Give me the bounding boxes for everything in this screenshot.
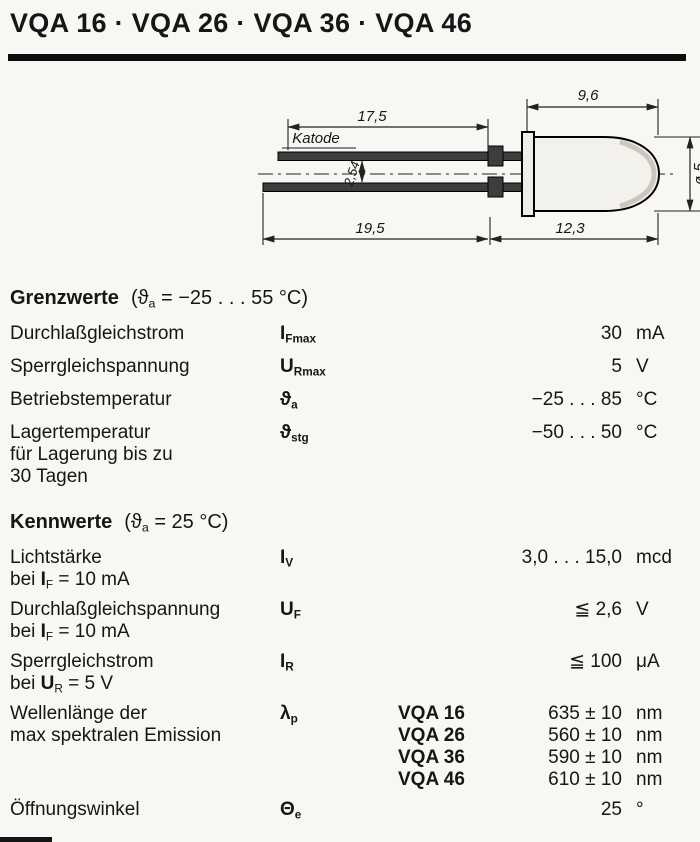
wavelength-variants: VQA 16 635 ± 10 nm VQA 26 560 ± 10 nm VQ… [398, 703, 688, 791]
characteristics-heading-label: Kennwerte [10, 511, 113, 533]
param-condition: bei IF = 10 mA [10, 569, 130, 592]
param-label-line2: max spektralen Emission [10, 725, 222, 746]
param-value: ≦ 100 [569, 651, 622, 672]
variant-name: VQA 46 [398, 769, 465, 790]
param-symbol: UF [280, 599, 301, 622]
param-symbol: λp [280, 703, 298, 726]
param-symbol: IV [280, 547, 294, 570]
param-unit: mcd [636, 547, 672, 568]
param-value: −50 . . . 50 [531, 422, 622, 443]
dim-label-9-6: 9,6 [578, 87, 600, 104]
param-label-line3: 30 Tagen [10, 466, 88, 487]
param-unit: °C [636, 389, 658, 410]
param-row-operating-temp: Betriebstemperatur ϑa −25 . . . 85 °C [10, 389, 688, 411]
lead-anode [262, 182, 525, 192]
param-row-storage-temp: Lagertemperatur für Lagerung bis zu 30 T… [10, 422, 688, 488]
extension-lines [262, 99, 700, 245]
variant-value: 590 ± 10 [548, 747, 622, 768]
characteristics-heading: Kennwerte (ϑa = 25 °C) [10, 510, 688, 534]
param-row-forward-voltage: Durchlaßgleichspannung bei IF = 10 mA UF… [10, 599, 688, 643]
dim-label-12-3: 12,3 [555, 220, 585, 237]
title-rule [8, 54, 686, 61]
variant-value: 610 ± 10 [548, 769, 622, 790]
param-label: Sperrgleichstrom [10, 651, 154, 672]
variant-name: VQA 36 [398, 747, 465, 768]
param-row-ur-max: Sperrgleichspannung URmax 5 V [10, 356, 688, 378]
param-label: Durchlaßgleichstrom [10, 323, 185, 344]
led-dome-shading [619, 139, 657, 209]
param-label: Betriebstemperatur [10, 389, 172, 410]
param-unit: mA [636, 323, 665, 344]
param-symbol: ϑstg [280, 422, 309, 445]
param-symbol: ϑa [280, 389, 298, 412]
variant-unit: nm [636, 769, 663, 790]
param-label: Lichtstärke [10, 547, 102, 568]
param-unit: °C [636, 422, 658, 443]
param-symbol: IR [280, 651, 294, 674]
characteristics-table: Lichtstärke bei IF = 10 mA IV 3,0 . . . … [10, 547, 688, 821]
wavelength-variant-row: VQA 16 635 ± 10 nm [398, 703, 688, 725]
dim-label-17-5: 17,5 [357, 108, 387, 125]
variant-value: 635 ± 10 [548, 703, 622, 724]
lead-cathode-base [487, 145, 504, 167]
param-symbol: Θe [280, 799, 302, 822]
param-row-reverse-current: Sperrgleichstrom bei UR = 5 V IR ≦ 100 μ… [10, 651, 688, 695]
param-label-line2: für Lagerung bis zu [10, 444, 173, 465]
param-row-luminous-intensity: Lichtstärke bei IF = 10 mA IV 3,0 . . . … [10, 547, 688, 591]
characteristics-condition: (ϑa = 25 °C) [124, 511, 229, 535]
led-flange [521, 131, 535, 217]
param-row-if-max: Durchlaßgleichstrom IFmax 30 mA [10, 323, 688, 345]
param-symbol: IFmax [280, 323, 317, 346]
limits-heading: Grenzwerte (ϑa = −25 . . . 55 °C) [10, 286, 688, 310]
led-outline-drawing: 17,5 9,6 Katode 2,54 19,5 12,3 ø 5 [258, 87, 700, 245]
param-value: ≦ 2,6 [574, 599, 622, 620]
param-value: 30 [600, 323, 622, 344]
page-title: VQA 16 · VQA 26 · VQA 36 · VQA 46 [10, 8, 473, 38]
limits-table: Durchlaßgleichstrom IFmax 30 mA Sperrgle… [10, 323, 688, 488]
variant-unit: nm [636, 703, 663, 724]
cathode-label: Katode [292, 130, 340, 147]
limits-heading-label: Grenzwerte [10, 287, 119, 309]
variant-unit: nm [636, 747, 663, 768]
dim-label-19-5: 19,5 [355, 220, 385, 237]
param-label: Öffnungswinkel [10, 799, 140, 820]
param-label: Wellenlänge der [10, 703, 147, 724]
wavelength-variant-row: VQA 26 560 ± 10 nm [398, 725, 688, 747]
param-unit: ° [636, 799, 644, 820]
param-value: 3,0 . . . 15,0 [521, 547, 622, 568]
param-condition: bei UR = 5 V [10, 673, 114, 696]
param-label: Sperrgleichspannung [10, 356, 190, 377]
limits-condition: (ϑa = −25 . . . 55 °C) [130, 287, 308, 311]
variant-unit: nm [636, 725, 663, 746]
dimension-lines [262, 103, 694, 243]
param-row-viewing-angle: Öffnungswinkel Θe 25 ° [10, 799, 688, 821]
param-value: −25 . . . 85 [531, 389, 622, 410]
param-unit: V [636, 356, 649, 377]
param-symbol: URmax [280, 356, 326, 379]
variant-name: VQA 26 [398, 725, 465, 746]
wavelength-variant-row: VQA 36 590 ± 10 nm [398, 747, 688, 769]
param-unit: μA [636, 651, 660, 672]
param-condition: bei IF = 10 mA [10, 621, 130, 644]
dim-label-diameter: ø 5 [691, 163, 700, 185]
variant-value: 560 ± 10 [548, 725, 622, 746]
scan-edge-artifact [0, 837, 52, 842]
led-body [533, 136, 661, 212]
param-label: Lagertemperatur [10, 422, 151, 443]
wavelength-variant-row: VQA 46 610 ± 10 nm [398, 769, 688, 791]
lead-cathode [277, 151, 525, 161]
param-unit: V [636, 599, 649, 620]
param-row-wavelength: Wellenlänge der max spektralen Emission … [10, 703, 688, 791]
param-label: Durchlaßgleichspannung [10, 599, 221, 620]
lead-anode-base [487, 176, 504, 198]
param-value: 5 [611, 356, 622, 377]
param-value: 25 [600, 799, 622, 820]
variant-name: VQA 16 [398, 703, 465, 724]
